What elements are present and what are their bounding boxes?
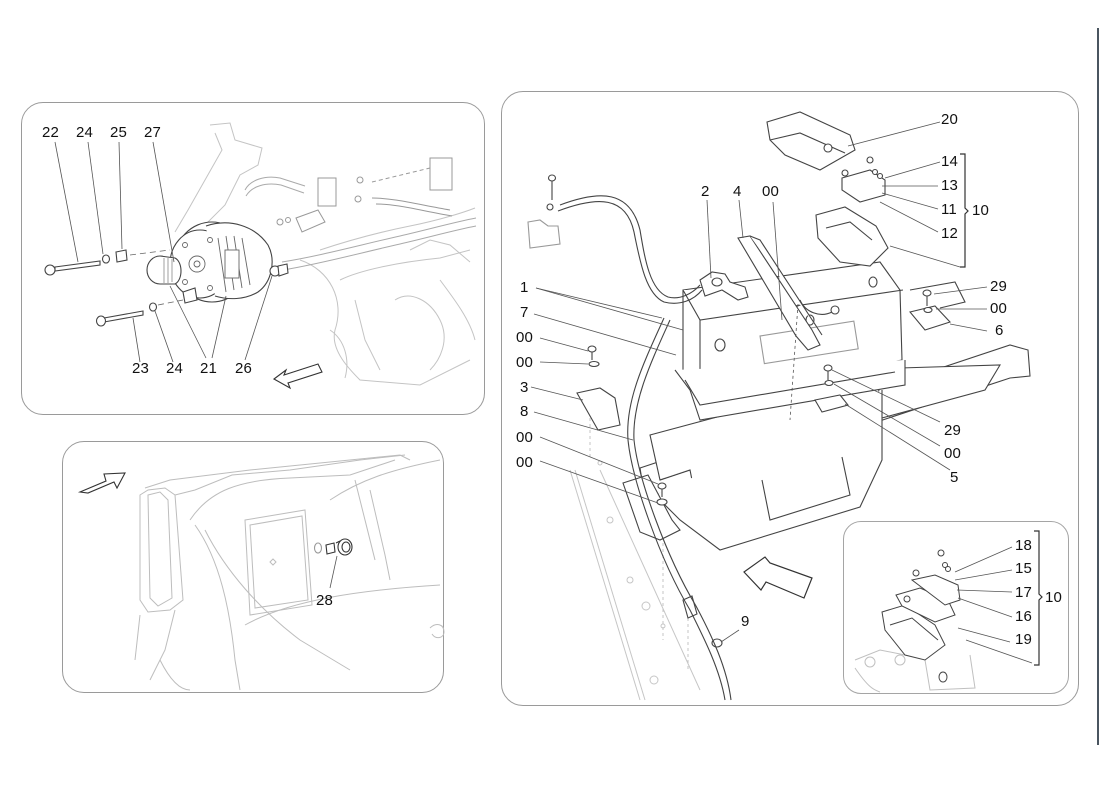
callout-00-center: 00 [944,445,962,462]
callout-4: 4 [733,183,742,200]
fuse-box-inset-panel [843,521,1069,694]
callout-18: 18 [1015,537,1033,554]
callout-8: 8 [520,403,529,420]
callout-00-bolt-left: 00 [516,329,534,346]
callout-00-right: 00 [990,300,1008,317]
callout-00-washer-lower: 00 [516,454,534,471]
callout-20: 20 [941,111,959,128]
callout-19: 19 [1015,631,1033,648]
callout-22: 22 [42,124,60,141]
callout-00-bolt-lower: 00 [516,429,534,446]
callout-1: 1 [520,279,529,296]
callout-13: 13 [941,177,959,194]
callout-23: 23 [132,360,150,377]
callout-7: 7 [520,304,529,321]
callout-17: 17 [1015,584,1033,601]
callout-27: 27 [144,124,162,141]
callout-3: 3 [520,379,529,396]
callout-29-upper: 29 [990,278,1008,295]
callout-2: 2 [701,183,710,200]
callout-16: 16 [1015,608,1033,625]
callout-11: 11 [941,201,957,218]
callout-24-lower: 24 [166,360,184,377]
callout-00-top: 00 [762,183,780,200]
callout-25: 25 [110,124,128,141]
callout-14: 14 [941,153,959,170]
callout-24-upper: 24 [76,124,94,141]
callout-21: 21 [200,360,218,377]
callout-6: 6 [995,322,1004,339]
callout-15: 15 [1015,560,1033,577]
callout-10-group: 10 [972,202,990,219]
callout-9: 9 [741,613,750,630]
callout-5: 5 [950,469,959,486]
callout-29-center: 29 [944,422,962,439]
page-edge-divider [1097,28,1099,745]
callout-12: 12 [941,225,959,242]
callout-00-washer-left: 00 [516,354,534,371]
callout-26: 26 [235,360,253,377]
callout-28: 28 [316,592,334,609]
callout-10-inset-group: 10 [1045,589,1063,606]
